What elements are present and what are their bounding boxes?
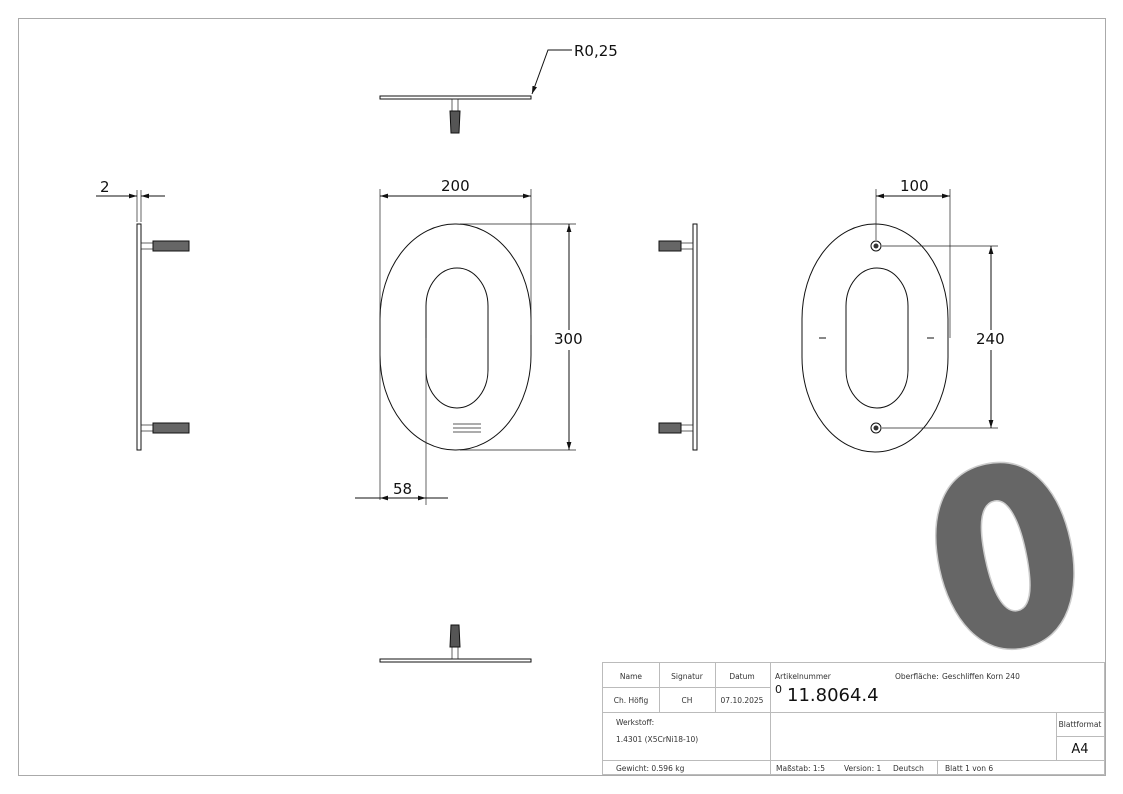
article-number: 11.8064.4 (787, 685, 879, 706)
bottom-view (379, 624, 532, 663)
left-side-view: 2 (96, 178, 190, 451)
format-value: A4 (1071, 742, 1088, 757)
radius-leader (531, 49, 572, 95)
back-view: 100 240 (801, 177, 1005, 453)
sheet-frame (18, 18, 1106, 776)
height-label: 300 (554, 330, 583, 348)
author-name: Ch. Höfig (614, 696, 649, 705)
radius-label: R0,25 (574, 42, 618, 60)
format-label: Blattformat (1059, 720, 1102, 729)
title-block-grid (602, 662, 1105, 775)
article-prefix: 0 (775, 683, 782, 696)
offset-label: 58 (393, 480, 412, 498)
author-signature: CH (682, 696, 693, 705)
signature-header: Signatur (671, 672, 704, 681)
top-view: R0,25 (379, 42, 618, 134)
scale: Maßstab: 1:5 (776, 764, 825, 773)
date-header: Datum (729, 672, 754, 681)
drawing-date: 07.10.2025 (721, 696, 764, 705)
weight: Gewicht: 0.596 kg (616, 764, 685, 773)
thickness-label: 2 (100, 178, 110, 196)
surface-label: Oberfläche: (895, 672, 939, 681)
name-header: Name (620, 672, 643, 681)
language: Deutsch (893, 764, 924, 773)
material-value: 1.4301 (X5CrNi18-10) (616, 735, 698, 744)
hole-spacing-h-label: 100 (900, 177, 929, 195)
surface-value: Geschliffen Korn 240 (942, 672, 1020, 681)
isometric-model-view (935, 461, 1075, 650)
version: Version: 1 (844, 764, 881, 773)
right-side-view (658, 223, 698, 451)
sheet-number: Blatt 1 von 6 (945, 764, 993, 773)
hole-spacing-v-label: 240 (976, 330, 1005, 348)
front-view: 200 300 58 (355, 177, 583, 505)
width-label: 200 (441, 177, 470, 195)
title-block: Name Signatur Datum Ch. Höfig CH 07.10.2… (614, 672, 1102, 773)
article-label: Artikelnummer (775, 672, 832, 681)
material-label: Werkstoff: (616, 718, 654, 727)
